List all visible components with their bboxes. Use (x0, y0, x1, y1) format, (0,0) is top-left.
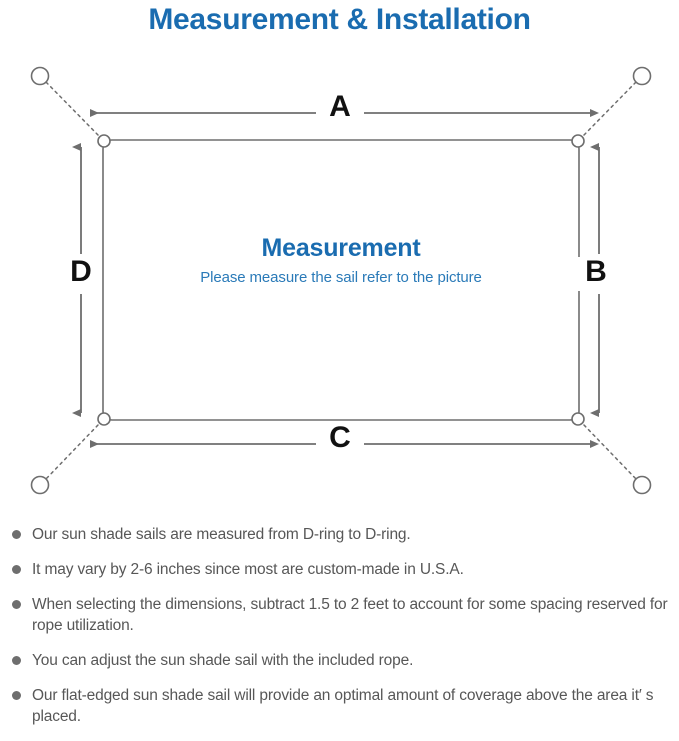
rope-line-bottom-right (583, 424, 638, 481)
d-ring-top-right (571, 134, 585, 148)
d-ring-top-left (97, 134, 111, 148)
sail-center-subheading: Please measure the sail refer to the pic… (200, 269, 482, 286)
list-item-text: You can adjust the sun shade sail with t… (32, 652, 414, 669)
rope-line-top-right (583, 80, 638, 136)
d-ring-bottom-left (97, 412, 111, 426)
dimension-label-b: B (578, 257, 614, 291)
list-item: Our flat-edged sun shade sail will provi… (0, 685, 679, 727)
dimension-label-c: C (319, 423, 361, 457)
list-item-text: Our flat-edged sun shade sail will provi… (32, 687, 654, 725)
list-item-text: When selecting the dimensions, subtract … (32, 596, 668, 634)
list-item-text: It may vary by 2-6 inches since most are… (32, 561, 464, 578)
notes-list: Our sun shade sails are measured from D-… (0, 524, 679, 741)
rope-line-top-left (44, 80, 99, 136)
rope-lines (44, 80, 638, 481)
list-item: Our sun shade sails are measured from D-… (0, 524, 679, 545)
sail-center-heading: Measurement (261, 234, 421, 262)
bullet-icon (12, 530, 21, 539)
anchor-rings (30, 66, 652, 495)
anchor-ring-top-right (632, 66, 652, 86)
anchor-ring-top-left (30, 66, 50, 86)
sun-shade-sail-measurement-diagram: A B C D Measurement Please measure the s… (0, 48, 679, 518)
page-title: Measurement & Installation (148, 3, 531, 36)
dimension-label-a: A (319, 92, 361, 126)
anchor-ring-bottom-right (632, 475, 652, 495)
bullet-icon (12, 691, 21, 700)
sail-center-text: Measurement Please measure the sail refe… (104, 233, 578, 289)
bullet-icon (12, 656, 21, 665)
list-item-text: Our sun shade sails are measured from D-… (32, 526, 411, 543)
dimension-label-d: D (63, 257, 99, 291)
dimension-arrows (72, 109, 600, 448)
diagram-svg (30, 66, 652, 495)
d-rings (97, 134, 585, 426)
list-item: You can adjust the sun shade sail with t… (0, 650, 679, 671)
rope-line-bottom-left (44, 424, 99, 481)
d-ring-bottom-right (571, 412, 585, 426)
bullet-icon (12, 565, 21, 574)
bullet-icon (12, 600, 21, 609)
list-item: When selecting the dimensions, subtract … (0, 594, 679, 636)
anchor-ring-bottom-left (30, 475, 50, 495)
list-item: It may vary by 2-6 inches since most are… (0, 559, 679, 580)
